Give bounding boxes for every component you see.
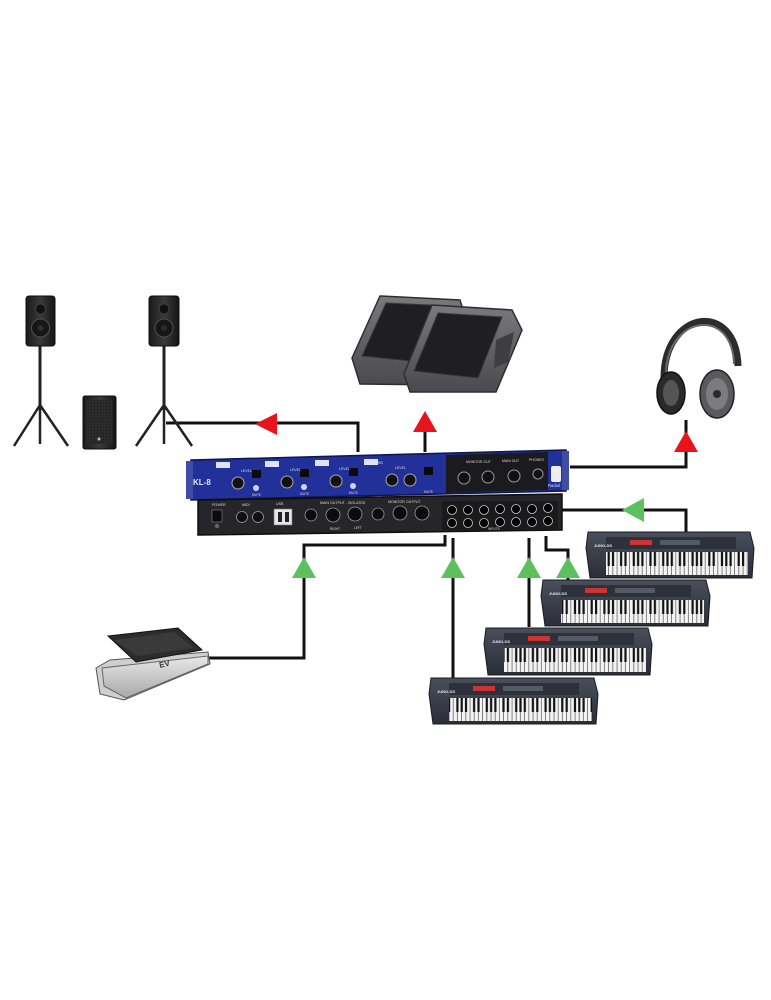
main-output-label: MAIN OUTPUT - ISOLATED	[320, 501, 366, 505]
channel-strip-4	[364, 459, 433, 487]
pa-speaker-right	[134, 295, 194, 447]
keyboard-2: JUNO-DS	[540, 579, 711, 627]
left-label: LEFT	[354, 526, 362, 530]
usb-label: USB	[276, 502, 284, 506]
keyboard-2-label: JUNO-DS	[549, 591, 567, 596]
cable-keyboard-1	[555, 508, 688, 532]
level-label-3: LEVEL	[339, 467, 350, 471]
rear-usb-section	[273, 508, 293, 526]
arrow-to-monitors	[413, 411, 437, 432]
mixer: KL-8 CH-1 CH-2 CH-3 CH-4 USB LEVEL LEVEL…	[186, 449, 569, 536]
stage-monitors	[351, 295, 523, 393]
monitor-wedge-right	[403, 304, 523, 393]
keyboard-4: JUNO-DS	[428, 677, 599, 725]
volume-pedal: EV	[95, 627, 211, 701]
channel-strip-1	[216, 462, 261, 491]
mute-label-2: MUTE	[300, 492, 309, 496]
rear-monitor-output-section	[371, 505, 430, 521]
mute-label-1: MUTE	[252, 493, 261, 497]
cable-pedal	[205, 535, 447, 660]
ch3-label: CH-3	[316, 462, 325, 466]
power-label: POWER	[212, 503, 226, 507]
cables	[166, 418, 688, 678]
monitor-out-label: MONITOR OUT	[466, 460, 492, 464]
rear-main-output-section	[304, 506, 363, 523]
pedal-label: EV	[158, 658, 171, 669]
arrow-from-keyboard-3	[517, 557, 541, 578]
mute-label-3: MUTE	[349, 491, 358, 495]
arrow-from-keyboard-2	[556, 557, 580, 578]
arrow-from-keyboard-1	[622, 498, 644, 522]
keyboard-3: JUNO-DS	[483, 627, 653, 676]
subwoofer	[82, 395, 117, 450]
output-arrows	[255, 411, 698, 452]
mixer-model-label: KL-8	[193, 478, 211, 487]
rear-inputs-section	[442, 501, 558, 530]
rear-midi-section	[236, 511, 264, 523]
mixer-master-section	[446, 452, 548, 493]
phones-label: PHONES	[529, 458, 544, 462]
keyboard-3-label: JUNO-DS	[492, 639, 510, 644]
ch2-label: CH-2	[266, 463, 275, 467]
arrow-from-pedal	[292, 557, 316, 578]
level-label-4: LEVEL	[395, 466, 406, 470]
rear-power-section	[211, 509, 223, 529]
keyboard-4-label: JUNO-DS	[437, 689, 455, 694]
keyboard-1: JUNO-DS	[585, 531, 755, 579]
level-label-2: LEVEL	[290, 468, 301, 472]
mute-label-4: MUTE	[424, 490, 433, 494]
right-label: RIGHT	[330, 527, 340, 531]
cable-headphones	[570, 420, 688, 469]
channel-strip-2	[265, 461, 309, 490]
channel-strip-3	[315, 460, 358, 489]
main-out-label: MAIN OUT	[502, 459, 520, 463]
inputs-label: INPUTS	[488, 527, 500, 531]
ch4-label: CH-4 USB	[365, 461, 383, 465]
keyboard-1-label: JUNO-DS	[594, 543, 612, 548]
brand-label: Radial	[548, 483, 560, 488]
monitor-output-label: MONITOR OUTPUT	[388, 500, 421, 504]
cable-pa	[166, 421, 360, 452]
ch1-label: CH-1	[217, 464, 226, 468]
pa-speaker-left	[12, 295, 70, 447]
arrow-from-keyboard-4	[441, 557, 465, 578]
arrow-to-pa	[255, 413, 277, 435]
headphones	[656, 317, 742, 419]
arrow-to-headphones	[674, 431, 698, 452]
input-arrows	[292, 498, 644, 578]
midi-label: MIDI	[242, 503, 250, 507]
level-label-1: LEVEL	[241, 469, 252, 473]
